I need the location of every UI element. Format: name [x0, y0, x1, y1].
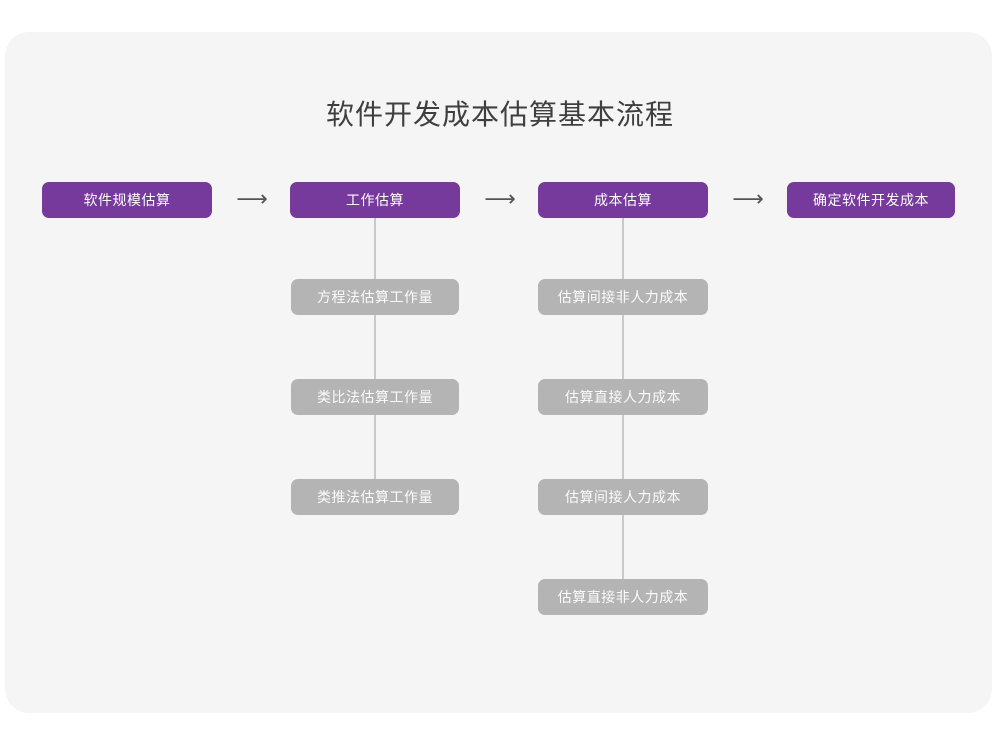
- page-title: 软件开发成本估算基本流程: [325, 99, 674, 130]
- flow-step-2-substep-2[interactable]: 类比法估算工作量: [291, 379, 459, 415]
- connector-step3-to-sub1: [622, 218, 624, 280]
- arrow-right-icon-1: ⟶: [236, 187, 268, 212]
- connector-step2-to-sub1: [374, 218, 376, 280]
- connector-step3-sub1-to-sub2: [622, 315, 624, 380]
- flow-step-3-substep-3[interactable]: 估算间接人力成本: [538, 479, 708, 515]
- connector-step3-sub3-to-sub4: [622, 515, 624, 580]
- flow-step-4[interactable]: 确定软件开发成本: [787, 182, 955, 218]
- arrow-right-icon-3: ⟶: [732, 187, 764, 212]
- connector-step3-sub2-to-sub3: [622, 415, 624, 480]
- connector-step2-sub2-to-sub3: [374, 415, 376, 480]
- flow-step-3-substep-1[interactable]: 估算间接非人力成本: [538, 279, 708, 315]
- flow-step-2-substep-1[interactable]: 方程法估算工作量: [291, 279, 459, 315]
- diagram-card-panel: [5, 32, 992, 713]
- flow-step-1[interactable]: 软件规模估算: [42, 182, 212, 218]
- connector-step2-sub1-to-sub2: [374, 315, 376, 380]
- flow-step-3-substep-2[interactable]: 估算直接人力成本: [538, 379, 708, 415]
- flow-step-2-substep-3[interactable]: 类推法估算工作量: [291, 479, 459, 515]
- flow-step-3-substep-4[interactable]: 估算直接非人力成本: [538, 579, 708, 615]
- flow-step-3[interactable]: 成本估算: [538, 182, 708, 218]
- arrow-right-icon-2: ⟶: [484, 187, 516, 212]
- flow-step-2[interactable]: 工作估算: [290, 182, 460, 218]
